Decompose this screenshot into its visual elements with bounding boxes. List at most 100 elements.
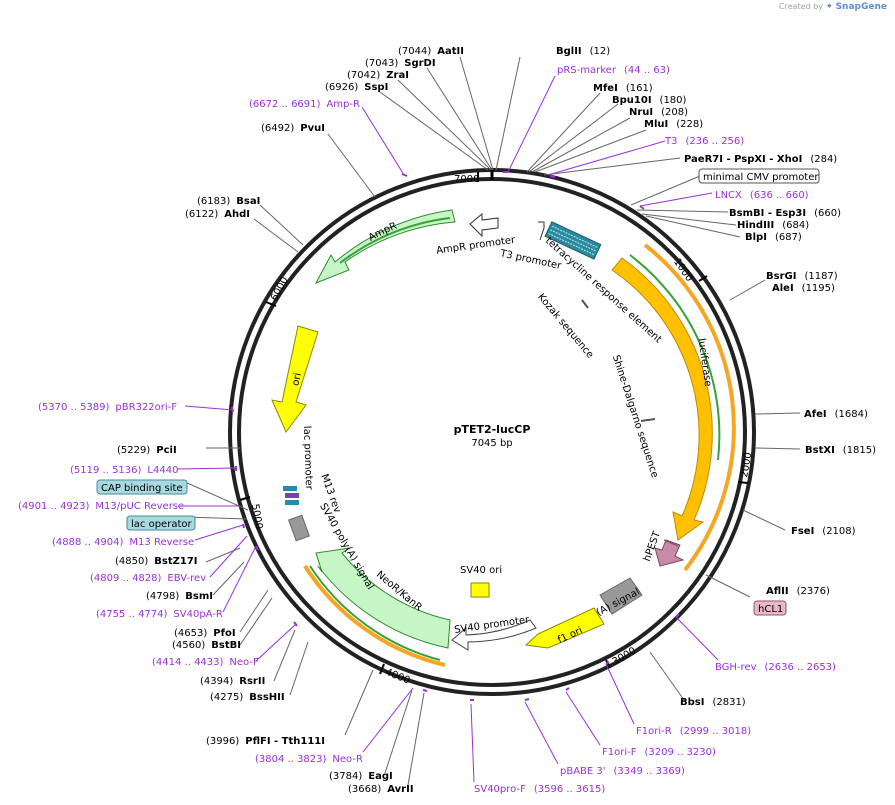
site-zrai[interactable]: (7042)ZraI: [347, 70, 409, 81]
site-bsmi[interactable]: (4798)BsmI: [146, 591, 213, 602]
plasmid-size: 7045 bp: [471, 438, 512, 449]
site-pfoi[interactable]: (4653)PfoI: [174, 628, 236, 639]
primer-prs-marker[interactable]: pRS-marker(44 .. 63): [557, 65, 670, 76]
sv40-promoter-arrow[interactable]: [451, 619, 537, 651]
snapgene-credit: Created by ✦ SnapGene: [779, 2, 887, 12]
site-bbsi[interactable]: BbsI(2831): [680, 697, 746, 708]
site-bstxi[interactable]: BstXI(1815): [805, 445, 876, 456]
primer-pbabe-3[interactable]: pBABE 3'(3349 .. 3369): [560, 766, 685, 777]
minimal-cmv-box[interactable]: [698, 168, 820, 184]
luciferase-outer-line: [643, 243, 736, 572]
site-afei[interactable]: AfeI(1684): [804, 409, 868, 420]
hpest-arrow[interactable]: [654, 539, 685, 567]
ampr-promoter-arrow[interactable]: [469, 212, 499, 238]
site-mlui[interactable]: MluI(228): [644, 119, 703, 130]
primer-amp-r[interactable]: (6672 .. 6691)Amp-R: [249, 99, 360, 110]
primer-neo-r[interactable]: (3804 .. 3823)Neo-R: [255, 754, 363, 765]
site-aflii[interactable]: AflII(2376): [766, 586, 830, 597]
site-bsshii[interactable]: (4275)BssHII: [210, 692, 285, 703]
primer-labels: pRS-marker(44 .. 63) (6672 .. 6691)Amp-R…: [18, 65, 836, 795]
hcl1-box[interactable]: [753, 600, 787, 616]
ampr-arrow[interactable]: [314, 209, 456, 284]
tick-5000: 5000: [249, 503, 264, 530]
site-labels: BglII(12) (7044)AatII (7043)SgrDI (7042)…: [115, 46, 876, 795]
site-nrui[interactable]: NruI(208): [629, 107, 688, 118]
snapgene-logo-icon: ✦: [825, 2, 834, 12]
lac-operator-mark[interactable]: [285, 493, 299, 498]
t3-promoter-arrow[interactable]: [538, 221, 545, 241]
tick-2000: 2000: [739, 451, 754, 478]
site-sspi[interactable]: (6926)SspI: [325, 82, 388, 93]
site-bsmbi[interactable]: BsmBI - Esp3I(660): [729, 208, 841, 219]
credit-brand: SnapGene: [835, 2, 887, 12]
site-xhoi[interactable]: PaeR7I - PspXI - XhoI(284): [684, 154, 837, 165]
ori-arrow[interactable]: [271, 325, 319, 433]
site-eagi[interactable]: (3784)EagI: [329, 771, 393, 782]
shine-label: Shine-Dalgarno sequence: [610, 354, 660, 480]
lac-promoter-mark[interactable]: [285, 500, 299, 505]
sv40-polya-block[interactable]: [288, 514, 310, 542]
site-mfei[interactable]: MfeI(161): [593, 83, 653, 94]
primer-ebv-rev[interactable]: (4809 .. 4828)EBV-rev: [90, 573, 206, 584]
primer-l4440[interactable]: (5119 .. 5136)L4440: [70, 465, 178, 476]
credit-text: Created by: [778, 2, 823, 11]
lac-operator-box[interactable]: [126, 515, 196, 531]
luciferase-arrow[interactable]: [611, 257, 713, 541]
leader-lines: [184, 56, 801, 786]
primer-ticks: [231, 171, 680, 701]
primer-lncx[interactable]: LNCX(636 .. 660): [715, 190, 809, 201]
luciferase-orf-line: [629, 254, 721, 461]
primer-m13-reverse[interactable]: (4888 .. 4904)M13 Reverse: [52, 537, 194, 548]
site-sgrdi[interactable]: (7043)SgrDI: [365, 58, 436, 69]
lac-promoter-label: lac promoter: [301, 426, 314, 491]
cap-site-mark[interactable]: [283, 486, 297, 491]
cap-binding-box[interactable]: [96, 479, 188, 495]
site-alei[interactable]: AleI(1195): [772, 283, 835, 294]
site-bglii[interactable]: BglII(12): [556, 46, 610, 57]
kozak-mark: [581, 299, 589, 309]
site-bsai[interactable]: (6183)BsaI: [197, 196, 260, 207]
site-bpu10i[interactable]: Bpu10I(180): [612, 95, 687, 106]
neor-outer-line: [303, 564, 446, 667]
primer-m13-puc-reverse[interactable]: (4901 .. 4923)M13/pUC Reverse: [18, 501, 184, 512]
site-pcii[interactable]: (5229)PciI: [117, 445, 177, 456]
site-hindiii[interactable]: HindIII(684): [737, 220, 809, 231]
plasmid-name: pTET2-lucCP: [454, 423, 531, 436]
minimal-cmv-label: minimal CMV promoter: [703, 172, 819, 183]
hcl1-label: hCL1: [758, 604, 783, 615]
sv40-ori-label: SV40 ori: [460, 565, 502, 576]
primer-sv40pa-r[interactable]: (4755 .. 4774)SV40pA-R: [96, 609, 223, 620]
primer-t3[interactable]: T3(236 .. 256): [664, 136, 744, 147]
cap-binding-label: CAP binding site: [101, 483, 183, 494]
tre-block[interactable]: [544, 221, 602, 260]
primer-neo-f[interactable]: (4414 .. 4433)Neo-F: [152, 657, 259, 668]
primer-f1ori-f[interactable]: F1ori-F(3209 .. 3230): [602, 747, 716, 758]
site-fsei[interactable]: FseI(2108): [791, 526, 856, 537]
neor-orf-line: [309, 565, 441, 661]
lac-operator-label: lac operator: [131, 519, 192, 530]
site-bsrgi[interactable]: BsrGI(1187): [766, 271, 838, 282]
neor-arrow[interactable]: [315, 547, 451, 649]
primer-pbr322ori-f[interactable]: (5370 .. 5389)pBR322ori-F: [38, 402, 177, 413]
kozak-label: Kozak sequence: [535, 292, 595, 361]
site-bstbi[interactable]: (4560)BstBI: [172, 640, 241, 651]
site-pflfi[interactable]: (3996)PflFI - Tth111I: [206, 736, 325, 747]
site-blpi[interactable]: BlpI(687): [745, 232, 802, 243]
site-ahdi[interactable]: (6122)AhdI: [185, 209, 250, 220]
boxed-labels: minimal CMV promoter CAP binding site la…: [96, 168, 820, 616]
site-pvui[interactable]: (6492)PvuI: [261, 123, 325, 134]
ori-label: ori: [290, 372, 303, 387]
site-bstz17i[interactable]: (4850)BstZ17I: [115, 556, 198, 567]
f1-ori-arrow[interactable]: [524, 607, 605, 649]
primer-bgh-rev[interactable]: BGH-rev(2636 .. 2653): [715, 662, 836, 673]
sv40-ori-block[interactable]: [470, 582, 490, 598]
site-aatii[interactable]: (7044)AatII: [398, 46, 464, 57]
site-rsrii[interactable]: (4394)RsrII: [200, 676, 265, 687]
bgh-block[interactable]: [599, 577, 643, 615]
shine-mark: [640, 418, 656, 422]
tick-7000: 7000: [454, 174, 479, 185]
site-avrii[interactable]: (3668)AvrII: [348, 784, 414, 795]
primer-f1ori-r[interactable]: F1ori-R(2999 .. 3018): [636, 726, 751, 737]
primer-sv40pro-f[interactable]: SV40pro-F(3596 .. 3615): [474, 784, 605, 795]
